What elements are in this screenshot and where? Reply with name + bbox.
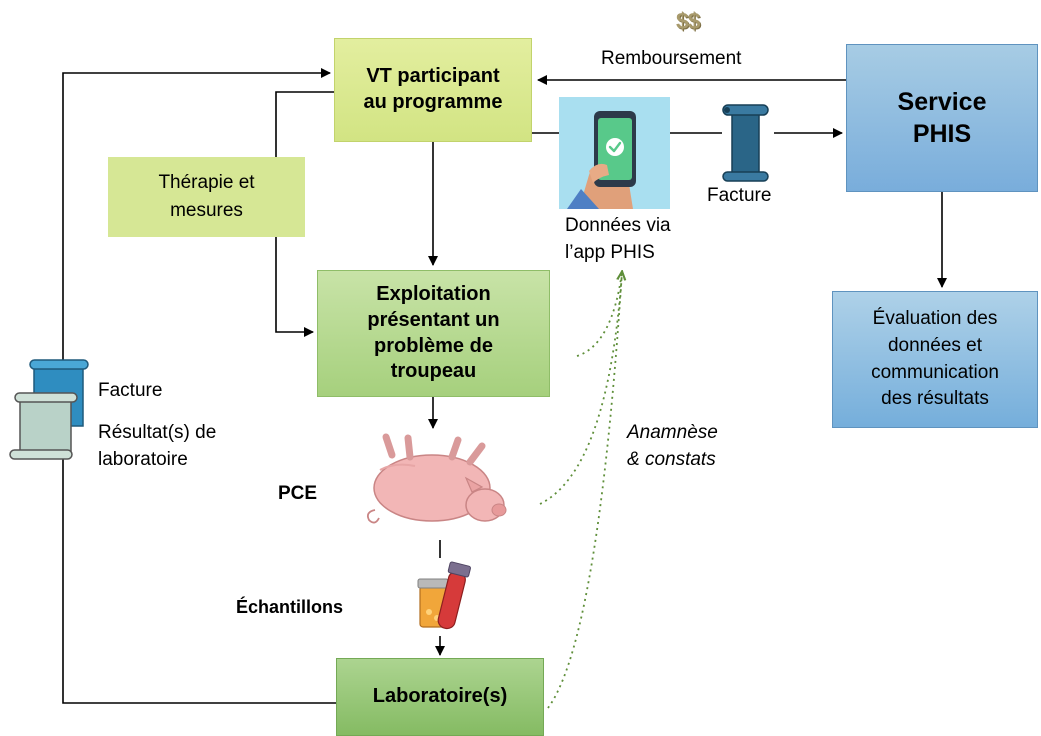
samples-label: Échantillons xyxy=(236,597,344,617)
dead-pig-icon xyxy=(366,433,507,524)
reimbursement-label: Remboursement xyxy=(601,48,742,69)
pce-label: PCE xyxy=(278,483,318,504)
exploitation-label: Exploitation présentant un problème de t… xyxy=(367,283,500,383)
dotted-from-lab xyxy=(547,272,622,709)
invoice-left-label: Facture xyxy=(98,380,163,401)
lab-results-label: Résultat(s) de laboratoire xyxy=(98,422,217,470)
vt-participant-label: VT participant au programme xyxy=(363,65,503,113)
phis-service-box: Service PHIS xyxy=(846,44,1038,192)
dotted-from-pce xyxy=(539,272,622,505)
app-data-label: Données via l’app PHIS xyxy=(565,215,671,263)
document-stack-icon xyxy=(9,359,89,460)
smartphone-check-icon xyxy=(559,97,670,209)
anamnesis-label: Anamnèse & constats xyxy=(627,422,718,470)
phis-service-label: Service PHIS xyxy=(897,88,987,148)
laboratory-box: Laboratoire(s) xyxy=(336,658,544,736)
dotted-from-exploitation xyxy=(576,272,622,357)
vt-participant-box: VT participant au programme xyxy=(334,38,532,142)
therapy-measures-label: Thérapie et mesures xyxy=(158,172,255,221)
exploitation-box: Exploitation présentant un problème de t… xyxy=(317,270,550,397)
money-label: $$ xyxy=(676,8,701,34)
scroll-document-icon xyxy=(722,104,769,182)
evaluation-label: Évaluation des données et communication … xyxy=(871,307,999,410)
invoice-right-label: Facture xyxy=(707,185,772,206)
sample-tubes-icon xyxy=(417,561,471,630)
therapy-measures-box: Thérapie et mesures xyxy=(108,157,305,237)
evaluation-box: Évaluation des données et communication … xyxy=(832,291,1038,428)
laboratory-label: Laboratoire(s) xyxy=(372,685,508,708)
